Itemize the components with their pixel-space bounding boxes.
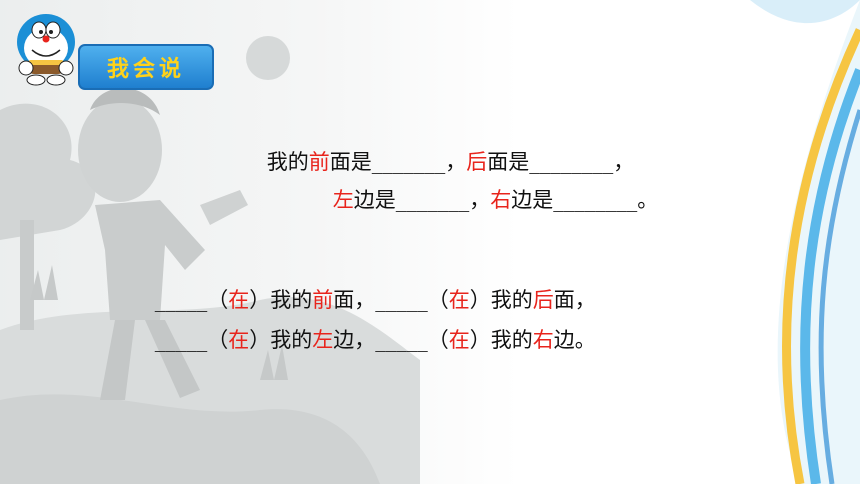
text-segment: _____（: [154, 328, 229, 352]
text-segment: ）我的: [249, 288, 313, 312]
text-segment: 面，_____（: [333, 288, 449, 312]
sentence-line-4: _____（在）我的左边，_____（在）我的右边。: [128, 298, 596, 382]
section-title: 我会说: [106, 57, 185, 82]
text-segment: ）我的: [249, 328, 313, 352]
highlight-word: 在: [228, 328, 250, 352]
highlight-word: 在: [228, 288, 250, 312]
text-segment: 面是_______，: [329, 150, 467, 174]
text-segment: 面，: [553, 288, 596, 312]
text-segment: ）我的: [469, 328, 533, 352]
highlight-word: 在: [448, 288, 470, 312]
highlight-word: 前: [312, 288, 334, 312]
doraemon-mascot-icon: [17, 14, 75, 86]
text-segment: _____（: [154, 288, 229, 312]
text-segment: 面是________，: [487, 150, 635, 174]
section-title-badge: 我会说: [78, 44, 214, 90]
highlight-word: 后: [532, 288, 554, 312]
sentence-line-1: 我的前面是_______，后面是________，: [240, 120, 635, 204]
highlight-word: 后: [466, 150, 488, 174]
highlight-word: 左: [312, 328, 334, 352]
text-segment: 边，_____（: [333, 328, 449, 352]
highlight-word: 在: [448, 328, 470, 352]
highlight-word: 右: [490, 188, 512, 212]
text-segment: 边是________。: [511, 188, 659, 212]
sentence-line-3: _____（在）我的前面，_____（在）我的后面，: [128, 258, 596, 342]
text-segment: ）我的: [469, 288, 533, 312]
text-segment: 我的: [266, 150, 309, 174]
sentence-line-2: 左边是_______，右边是________。: [306, 158, 659, 242]
highlight-word: 前: [308, 150, 330, 174]
text-segment: 边是_______，: [353, 188, 491, 212]
highlight-word: 左: [332, 188, 354, 212]
highlight-word: 右: [532, 328, 554, 352]
text-segment: 边。: [553, 328, 596, 352]
